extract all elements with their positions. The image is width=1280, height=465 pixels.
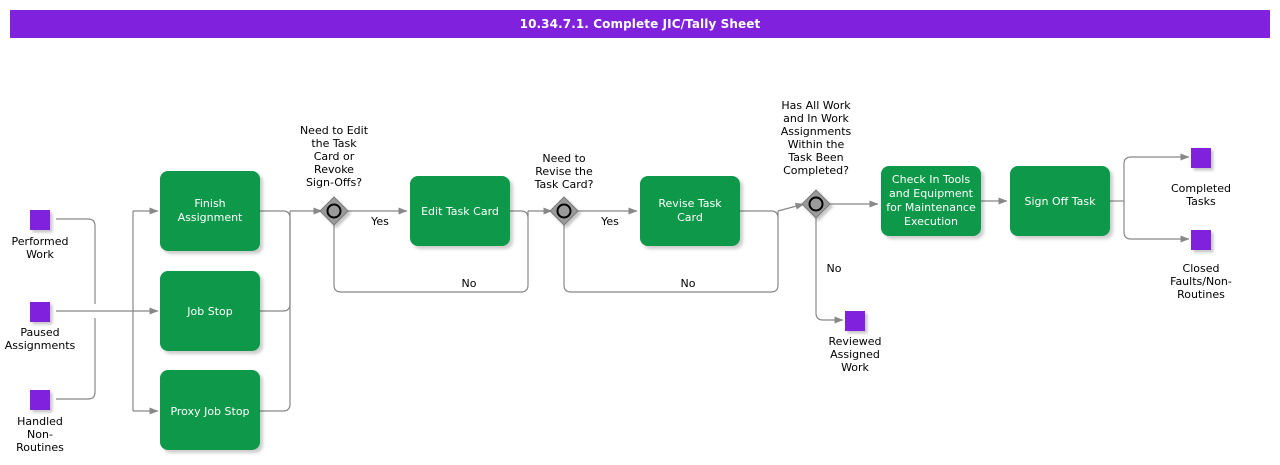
- task-check-in-tools-line-2: for Maintenance: [886, 201, 976, 214]
- in-handled-non-routines-line-0: Handled: [17, 415, 63, 428]
- out-completed-tasks-line-1: Tasks: [1185, 195, 1216, 208]
- edge-gw3-no: [815, 216, 844, 324]
- task-check-in-tools-line-3: Execution: [904, 215, 958, 228]
- edge-handled-to-rail: [56, 318, 96, 400]
- in-paused-assignments-line-0: Paused: [20, 326, 59, 339]
- gw3-question-line-2: Assignments: [781, 125, 852, 138]
- task-revise-task-card-line-1: Card: [677, 211, 703, 224]
- gw1-question-line-4: Sign-Offs?: [306, 176, 362, 189]
- task-edit-task-card-line-0: Edit Task Card: [421, 205, 499, 218]
- task-nodes: Finish Assignment Job Stop Proxy Job Sto…: [160, 166, 1110, 450]
- task-job-stop-line-0: Job Stop: [186, 305, 232, 318]
- in-paused-assignments-line-1: Assignments: [5, 339, 76, 352]
- in-handled-non-routines-line-2: Routines: [16, 441, 64, 454]
- edge-label-yes-1: Yes: [370, 215, 389, 228]
- gw2-question-line-0: Need to: [542, 152, 586, 165]
- task-finish-assignment-line-1: Assignment: [178, 211, 243, 224]
- out-completed-tasks[interactable]: Completed Tasks: [1171, 148, 1231, 208]
- out-reviewed-assigned-work-line-1: Assigned: [830, 348, 880, 361]
- gw-need-edit-task-card[interactable]: Need to Edit the Task Card or Revoke Sig…: [300, 124, 369, 226]
- task-revise-task-card[interactable]: Revise Task Card: [640, 176, 740, 246]
- edge-revise-task-card-to-gw3: [740, 210, 779, 219]
- gw2-question-line-2: Task Card?: [534, 178, 594, 191]
- in-performed-work-line-0: Performed: [12, 235, 69, 248]
- task-proxy-job-stop[interactable]: Proxy Job Stop: [160, 370, 260, 450]
- edge-to-closed-faults: [1123, 201, 1190, 243]
- in-handled-non-routines[interactable]: Handled Non- Routines: [16, 390, 64, 454]
- gw1-question-line-0: Need to Edit: [300, 124, 369, 137]
- edge-gw1-no: [333, 218, 529, 293]
- task-finish-assignment[interactable]: Finish Assignment: [160, 171, 260, 251]
- page-title: 10.34.7.1. Complete JIC/Tally Sheet: [519, 17, 761, 31]
- gw-need-revise-task-card[interactable]: Need to Revise the Task Card?: [534, 152, 594, 226]
- edge-performed-work-to-rail: [56, 218, 96, 304]
- gateway-nodes: Need to Edit the Task Card or Revoke Sig…: [300, 99, 852, 226]
- edge-label-yes-2: Yes: [600, 215, 619, 228]
- out-reviewed-assigned-work-line-2: Work: [841, 361, 869, 374]
- gw2-question-line-1: Revise the: [535, 165, 593, 178]
- in-performed-work[interactable]: Performed Work: [12, 210, 69, 261]
- in-paused-assignments[interactable]: Paused Assignments: [5, 302, 76, 352]
- gw3-question-line-0: Has All Work: [781, 99, 851, 112]
- edge-to-completed-tasks: [1123, 153, 1190, 201]
- gw-all-work-completed[interactable]: Has All Work and In Work Assignments Wit…: [781, 99, 852, 219]
- edge-label-no-3: No: [827, 262, 842, 275]
- edge-job-stop-out: [260, 218, 291, 312]
- edge-proxy-job-stop-out: [260, 218, 291, 412]
- gw3-question-line-3: Within the: [788, 138, 845, 151]
- out-reviewed-assigned-work[interactable]: Reviewed Assigned Work: [829, 311, 882, 374]
- task-sign-off-task[interactable]: Sign Off Task: [1010, 166, 1110, 236]
- task-revise-task-card-line-0: Revise Task: [658, 197, 722, 210]
- edge-labels: Yes No Yes No No: [370, 215, 842, 290]
- gw3-question-line-1: and In Work: [783, 112, 849, 125]
- out-closed-faults-line-0: Closed: [1183, 262, 1220, 275]
- data-object-nodes: Performed Work Paused Assignments Handle…: [5, 148, 1232, 454]
- out-completed-tasks-line-0: Completed: [1171, 182, 1231, 195]
- page-title-bar: 10.34.7.1. Complete JIC/Tally Sheet: [10, 10, 1270, 38]
- edge-label-no-1: No: [462, 277, 477, 290]
- task-job-stop[interactable]: Job Stop: [160, 271, 260, 351]
- task-check-in-tools-line-0: Check In Tools: [892, 173, 970, 186]
- out-reviewed-assigned-work-line-0: Reviewed: [829, 335, 882, 348]
- task-sign-off-task-line-0: Sign Off Task: [1025, 195, 1097, 208]
- task-edit-task-card[interactable]: Edit Task Card: [410, 176, 510, 246]
- out-closed-faults-line-1: Faults/Non-: [1170, 275, 1232, 288]
- out-closed-faults-line-2: Routines: [1177, 288, 1225, 301]
- edge-label-no-2: No: [681, 277, 696, 290]
- gw3-question-line-4: Task Been: [787, 151, 843, 164]
- task-finish-assignment-line-0: Finish: [194, 197, 225, 210]
- flow-connections: [56, 153, 1190, 415]
- in-performed-work-line-1: Work: [26, 248, 54, 261]
- gw3-question-line-5: Completed?: [783, 164, 849, 177]
- gw1-question-line-2: Card or: [314, 150, 355, 163]
- edge-finish-assignment-out: [260, 210, 291, 219]
- task-proxy-job-stop-line-0: Proxy Job Stop: [170, 405, 249, 418]
- in-handled-non-routines-line-1: Non-: [27, 428, 53, 441]
- task-check-in-tools-line-1: and Equipment: [889, 187, 974, 200]
- edge-into-gateway3: [777, 202, 805, 212]
- gw1-question-line-3: Revoke: [314, 163, 354, 176]
- out-closed-faults[interactable]: Closed Faults/Non- Routines: [1170, 230, 1232, 301]
- edge-edit-task-card-to-gw2: [510, 210, 529, 219]
- gw1-question-line-1: the Task: [311, 137, 357, 150]
- edge-gw2-no: [563, 218, 779, 293]
- task-check-in-tools[interactable]: Check In Tools and Equipment for Mainten…: [881, 166, 981, 236]
